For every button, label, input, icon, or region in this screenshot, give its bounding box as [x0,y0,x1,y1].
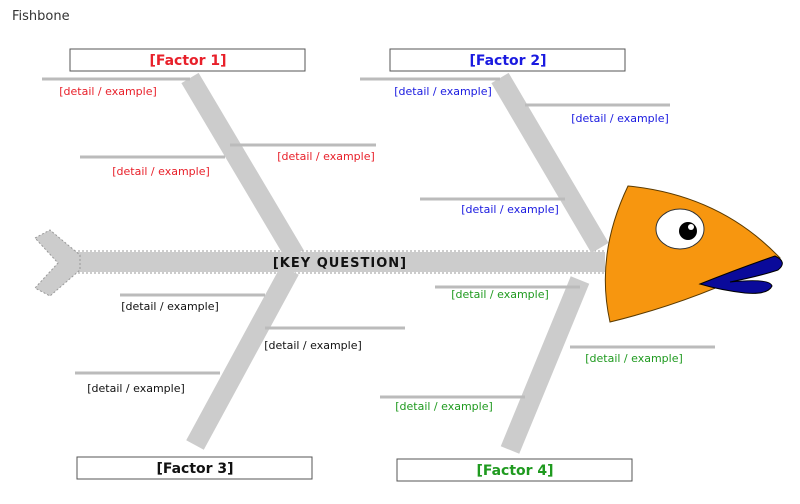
factor-3-box [76,456,313,480]
detail-label: [detail / example] [394,85,492,98]
detail-label: [detail / example] [121,300,219,313]
tail [34,229,81,297]
detail-label: [detail / example] [87,382,185,395]
spine [34,229,605,297]
factor-1-label: [Factor 1] [149,53,226,69]
factor-4-label: [Factor 4] [476,463,553,479]
key-question: [KEY QUESTION] [273,256,407,271]
sub-bones [42,77,715,399]
detail-label: [detail / example] [112,165,210,178]
factor-4-box [396,458,633,482]
detail-label: [detail / example] [59,85,157,98]
detail-label: [detail / example] [277,150,375,163]
detail-label: [detail / example] [395,400,493,413]
detail-label: [detail / example] [264,339,362,352]
detail-label: [detail / example] [571,112,669,125]
pupil [679,222,697,240]
factor-2-label: [Factor 2] [469,53,546,69]
lips [698,255,783,294]
factor-3-label: [Factor 3] [156,461,233,477]
factor-1-box [69,48,306,72]
detail-label: [detail / example] [461,203,559,216]
bones [181,72,609,454]
detail-label: [detail / example] [585,352,683,365]
page-title: Fishbone [12,9,70,24]
factor-2-box [389,48,626,72]
factor-boxes [69,48,633,482]
detail-label: [detail / example] [451,288,549,301]
fish-head [604,185,783,323]
